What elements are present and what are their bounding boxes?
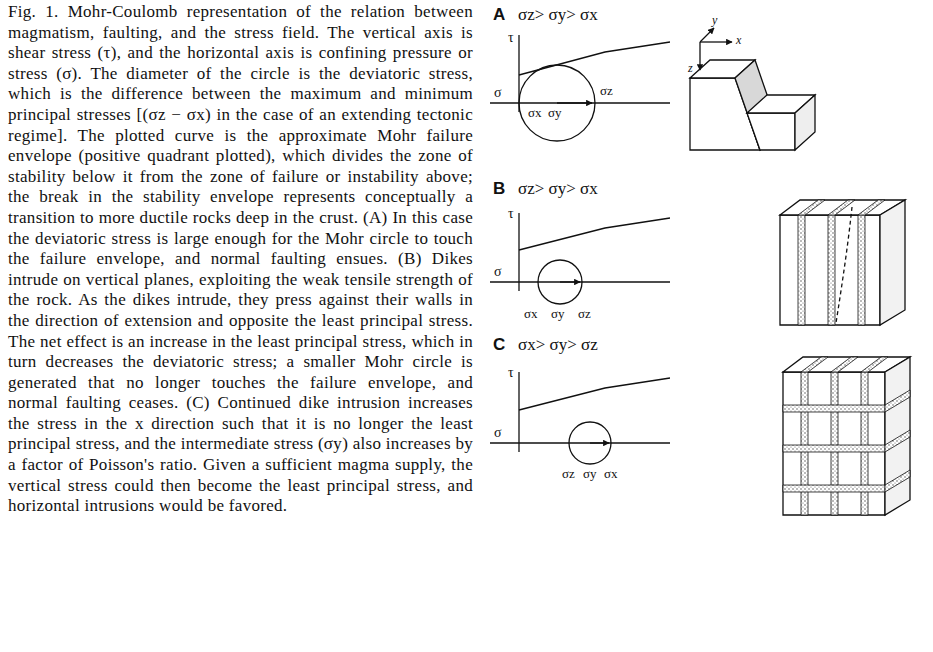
stress-label: σz [578, 307, 591, 321]
stress-order: σz> σy> σx [518, 6, 598, 25]
panel-letter: C [493, 336, 505, 355]
axis-label: σ [494, 264, 502, 279]
stress-label: σz [600, 84, 613, 98]
fault-block [690, 28, 815, 150]
panel-letter: B [493, 180, 505, 199]
dike-block-vertical [780, 200, 905, 325]
axis-label: σ [494, 85, 502, 100]
stress-label: σx [604, 467, 618, 481]
axis-label: y [712, 14, 717, 27]
float-spacer [473, 2, 925, 542]
dike-block-horizontal [783, 357, 910, 515]
axis-label: τ [508, 365, 514, 380]
stress-label: σy [548, 106, 562, 120]
stress-order: σz> σy> σx [518, 180, 598, 199]
mohr-plot-a [490, 35, 670, 141]
axis-label: x [736, 34, 741, 47]
stress-label: σy [583, 467, 597, 481]
panel-letter: A [493, 6, 505, 25]
stress-label: σy [551, 307, 565, 321]
mohr-plot-b [490, 213, 670, 304]
stress-label: σx [524, 307, 538, 321]
stress-label: σx [528, 106, 542, 120]
axis-label: τ [508, 30, 514, 45]
axis-label: σ [494, 425, 502, 440]
stress-order: σx> σy> σz [518, 336, 598, 355]
axis-label: τ [508, 206, 514, 221]
axis-label: z [688, 62, 693, 75]
mohr-plot-c [490, 372, 670, 464]
stress-label: σz [562, 467, 575, 481]
figure-caption: Fig. 1. Mohr-Coulomb representation of t… [8, 2, 925, 542]
